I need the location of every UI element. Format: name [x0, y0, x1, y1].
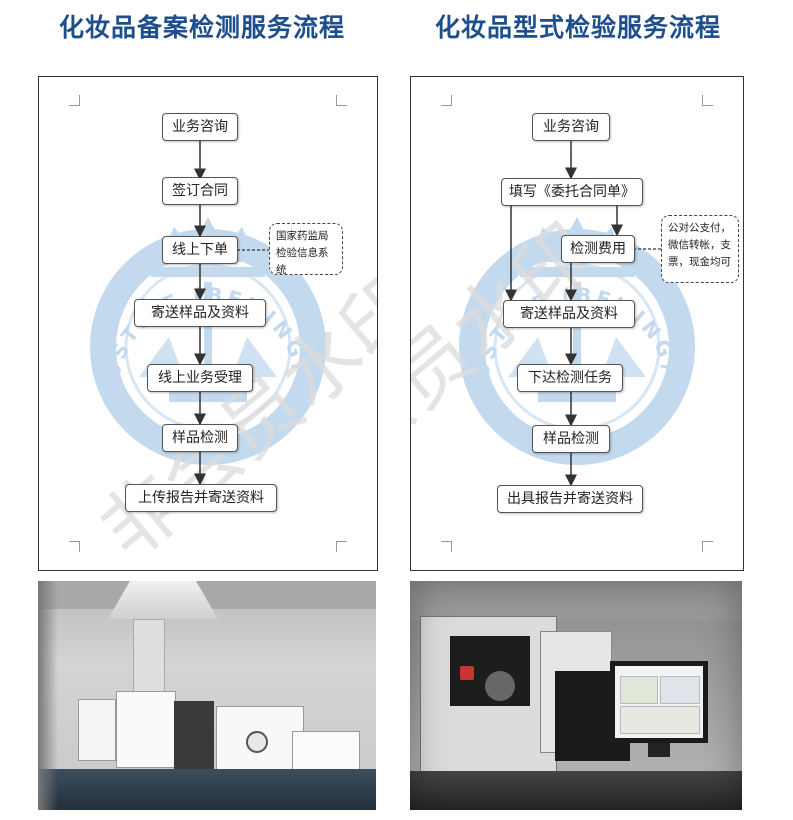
flow-step-consult: 业务咨询	[162, 113, 238, 141]
lab-photo-analyzer	[410, 581, 742, 810]
flow-step-testing-fee: 检测费用	[561, 235, 635, 263]
flow-step-consult: 业务咨询	[532, 113, 610, 141]
lab-photo-gas-chromatograph	[38, 581, 376, 810]
left-flowchart-sheet: JUSTICE (BEIJING) DETECTION 非会员水印 业务咨询 签…	[38, 76, 378, 571]
flow-step-online-acceptance: 线上业务受理	[147, 364, 253, 392]
crop-mark	[69, 541, 80, 552]
flow-step-send-samples: 寄送样品及资料	[503, 300, 635, 328]
flow-step-fill-form: 填写《委托合同单》	[501, 178, 643, 206]
crop-mark	[702, 541, 713, 552]
left-flow-title: 化妆品备案检测服务流程	[58, 13, 345, 42]
flow-step-send-samples: 寄送样品及资料	[134, 299, 266, 327]
flow-step-issue-report: 出具报告并寄送资料	[497, 485, 643, 513]
flow-step-upload-report: 上传报告并寄送资料	[125, 484, 277, 512]
crop-mark	[69, 95, 80, 106]
crop-mark	[336, 95, 347, 106]
flow-step-sample-testing: 样品检测	[162, 424, 238, 452]
flow-step-sample-testing: 样品检测	[532, 425, 610, 453]
crop-mark	[702, 95, 713, 106]
crop-mark	[441, 541, 452, 552]
flow-step-issue-task: 下达检测任务	[517, 364, 623, 392]
flow-note-payment: 公对公支付，微信转帐，支票，现金均可	[661, 215, 739, 283]
flow-step-online-order: 线上下单	[162, 236, 238, 264]
crop-mark	[441, 95, 452, 106]
crop-mark	[336, 541, 347, 552]
flow-step-sign-contract: 签订合同	[162, 177, 238, 205]
right-flow-connectors	[505, 141, 661, 487]
left-flow-connectors	[194, 141, 269, 486]
right-flow-title: 化妆品型式检验服务流程	[434, 13, 721, 42]
right-flowchart-sheet: JUSTICE (BEIJING) DETECTION 非会员水印 业务咨询 填…	[410, 76, 744, 571]
flow-note-system: 国家药监局检验信息系统	[269, 223, 343, 276]
